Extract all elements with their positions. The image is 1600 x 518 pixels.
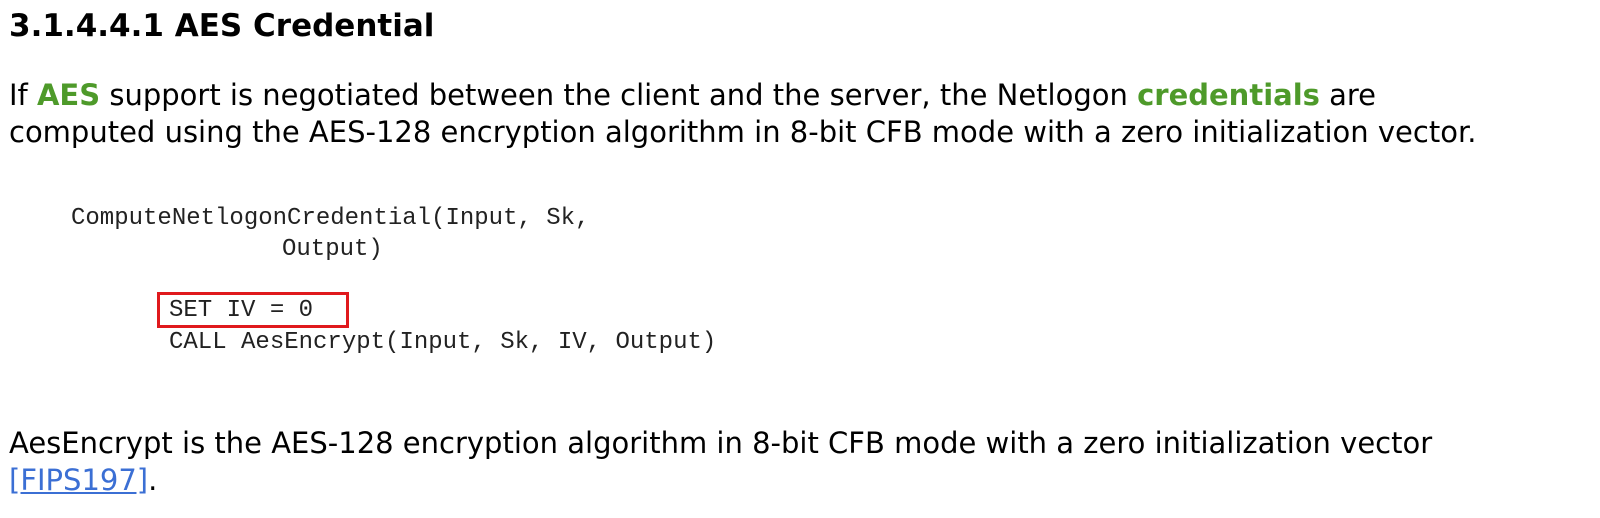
intro-text-3: are [1319, 78, 1377, 112]
intro-paragraph: If AES support is negotiated between the… [9, 77, 1476, 151]
code-line-set-iv: SET IV = 0 [169, 297, 314, 324]
footer-paragraph: AesEncrypt is the AES-128 encryption alg… [9, 425, 1432, 499]
fips197-link[interactable]: [FIPS197] [9, 463, 149, 497]
section-heading: 3.1.4.4.1 AES Credential [9, 8, 435, 44]
footer-text: AesEncrypt is the AES-128 encryption alg… [9, 426, 1433, 460]
footer-period: . [148, 463, 158, 497]
intro-text-4: computed using the AES-128 encryption al… [9, 115, 1477, 149]
intro-text-1: If [9, 78, 37, 112]
code-line-function-output-param: Output) [282, 236, 383, 263]
highlight-box [157, 292, 349, 328]
code-line-function-signature: ComputeNetlogonCredential(Input, Sk, [71, 205, 590, 232]
code-line-call-aesencrypt: CALL AesEncrypt(Input, Sk, IV, Output) [169, 329, 717, 356]
glossary-term-aes[interactable]: AES [36, 78, 101, 112]
intro-text-2: support is negotiated between the client… [100, 78, 1138, 112]
glossary-term-credentials[interactable]: credentials [1137, 78, 1320, 112]
